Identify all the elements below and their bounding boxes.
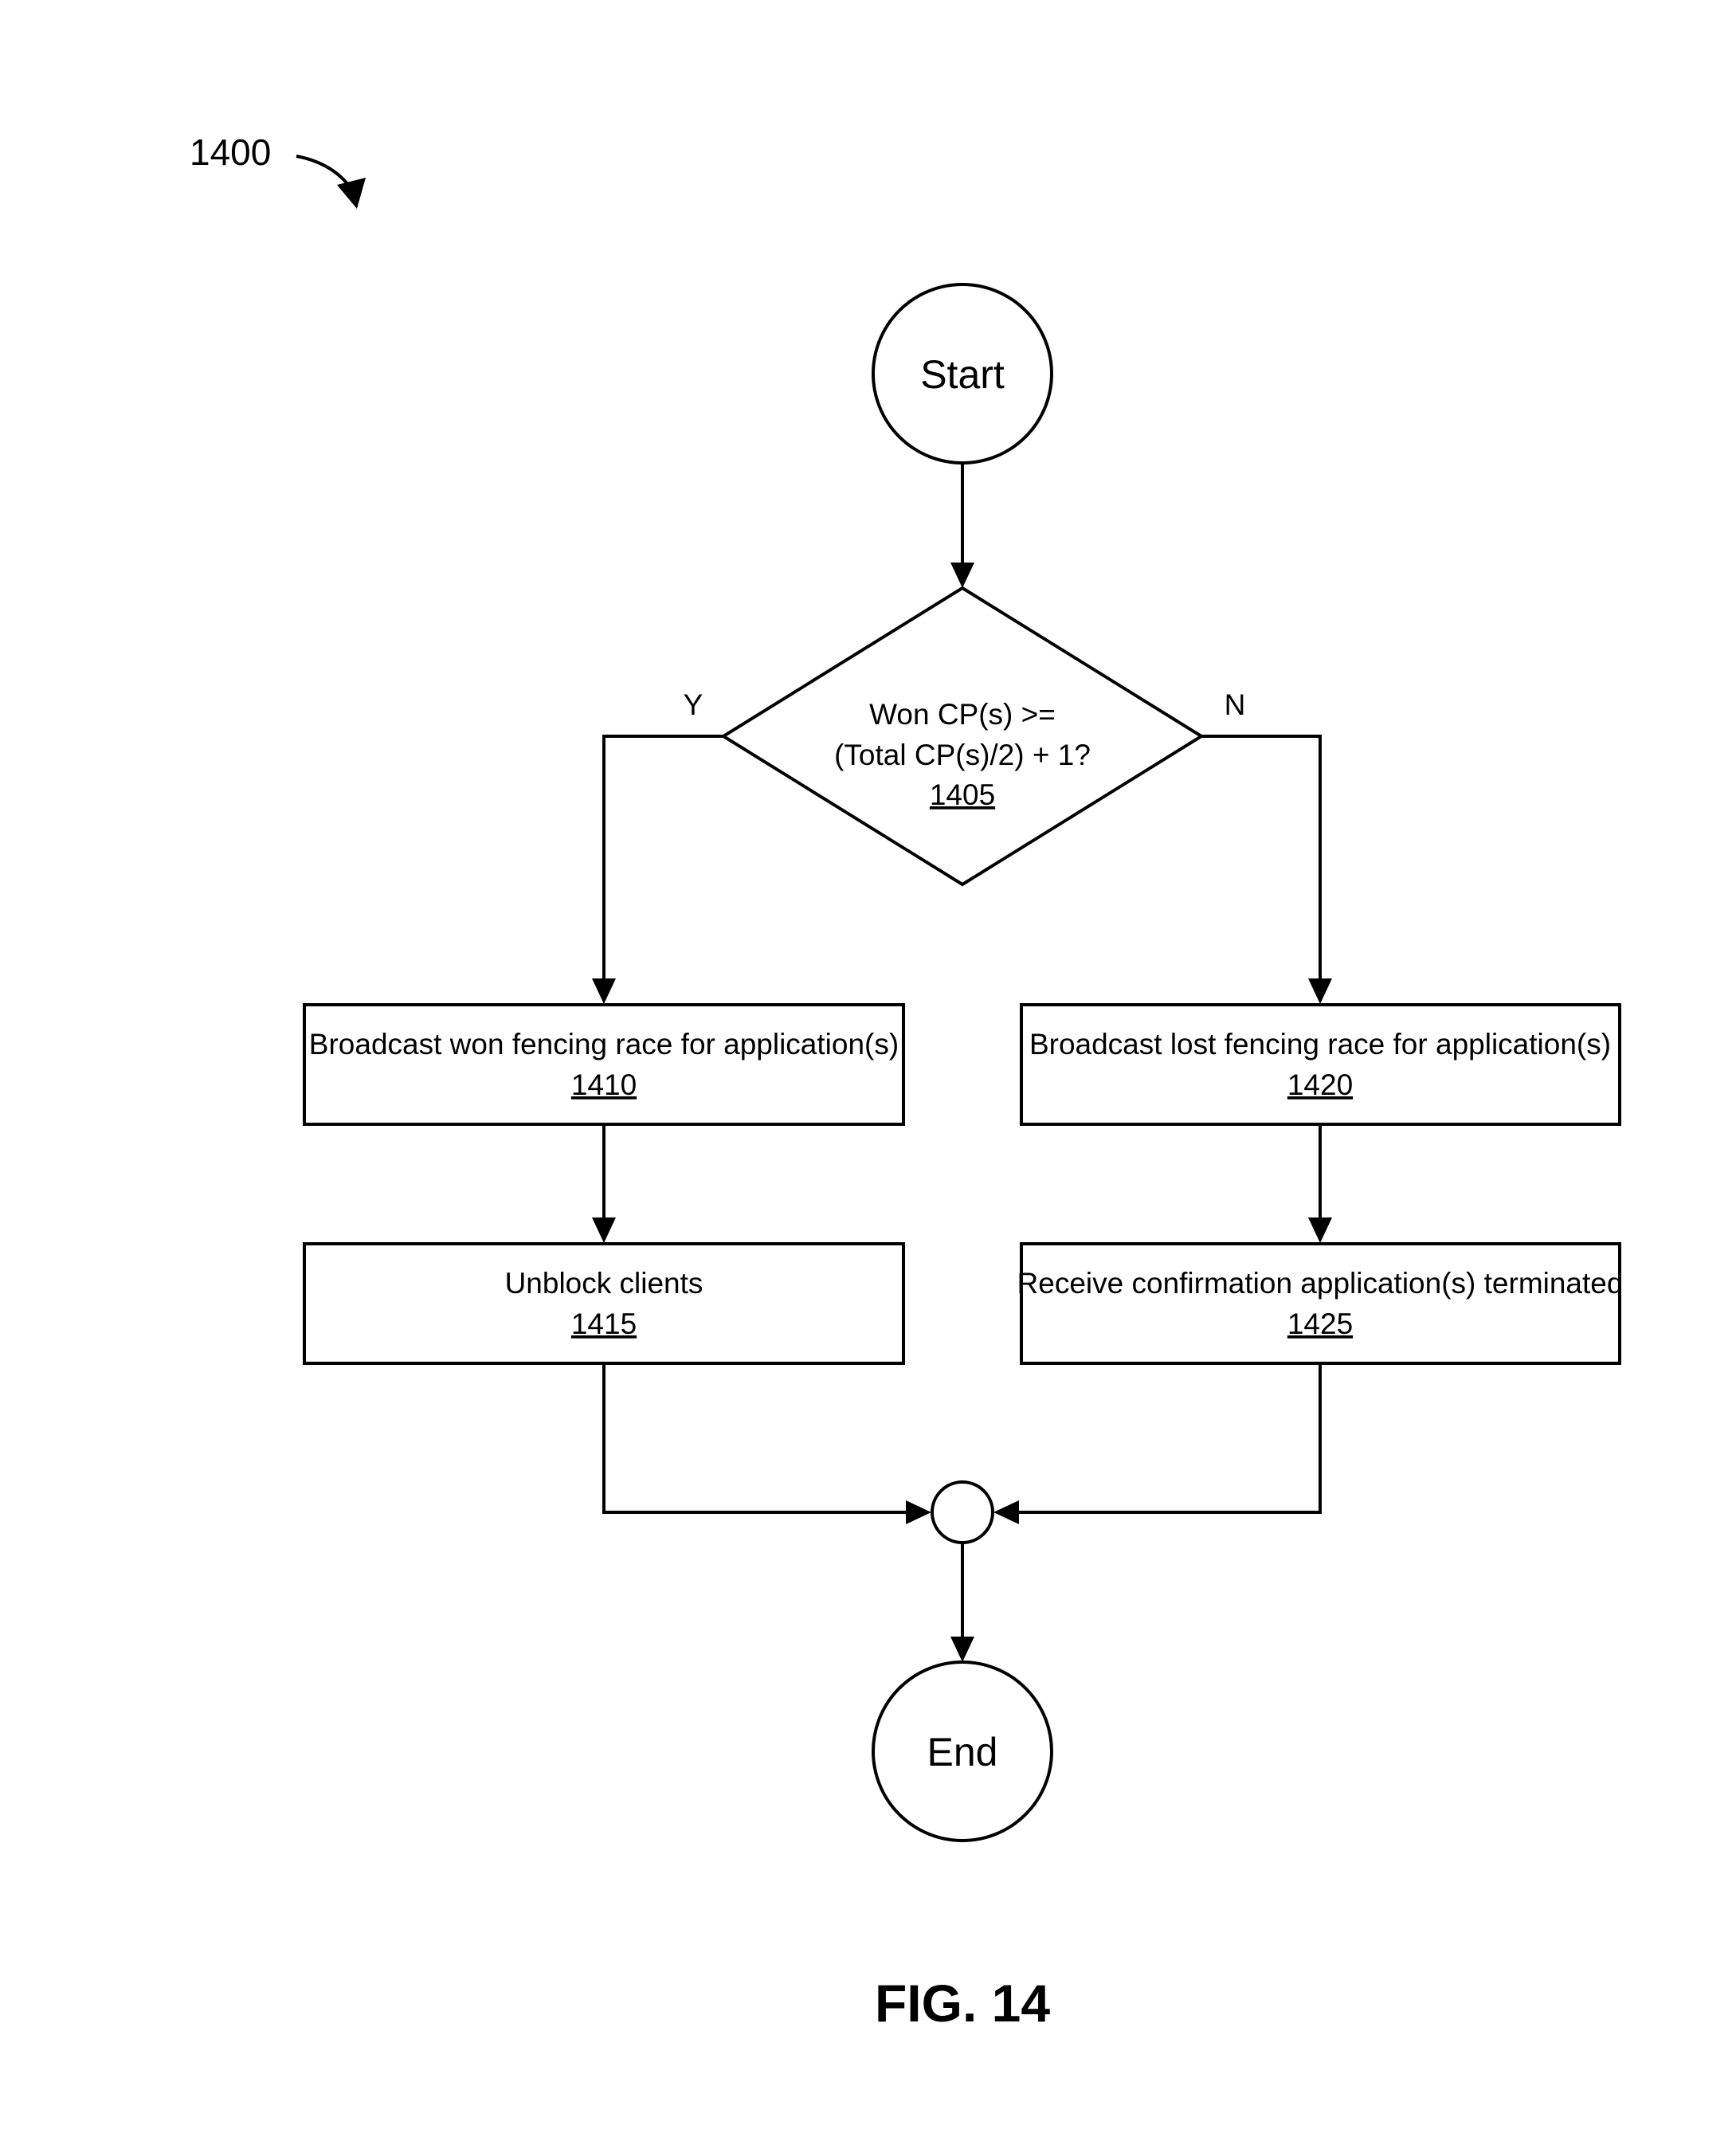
branch-label-yes: Y	[684, 688, 703, 721]
arrowhead-1415-to-merge-icon	[906, 1500, 931, 1524]
start-label: Start	[920, 352, 1005, 397]
process-1410-reference: 1410	[571, 1068, 637, 1101]
process-1415-reference: 1415	[571, 1308, 637, 1340]
decision-text-line-1: Won CP(s) >=	[869, 698, 1056, 731]
figure-caption: FIG. 14	[875, 1974, 1050, 2033]
figure-reference-number: 1400	[190, 131, 271, 173]
end-label: End	[927, 1730, 998, 1774]
process-1425-reference: 1425	[1287, 1308, 1353, 1340]
process-1420-label: Broadcast lost fencing race for applicat…	[1029, 1028, 1611, 1061]
connector-decision-yes	[604, 736, 723, 978]
arrowhead-1420-to-1425-icon	[1308, 1217, 1332, 1243]
arrowhead-yes-icon	[592, 978, 616, 1004]
decision-reference: 1405	[930, 778, 995, 811]
arrowhead-no-icon	[1308, 978, 1332, 1004]
merge-connector	[932, 1482, 993, 1543]
decision-diamond	[723, 588, 1201, 884]
process-1410-label: Broadcast won fencing race for applicati…	[309, 1028, 899, 1061]
figure-reference-arrowhead-icon	[337, 178, 366, 209]
process-1415-label: Unblock clients	[505, 1267, 703, 1300]
decision-text-line-2: (Total CP(s)/2) + 1?	[834, 739, 1091, 771]
process-box-1415	[304, 1244, 903, 1363]
connector-decision-no	[1201, 736, 1320, 978]
process-1420-reference: 1420	[1287, 1068, 1353, 1101]
connector-1425-to-merge	[1017, 1363, 1320, 1512]
arrowhead-1410-to-1415-icon	[592, 1217, 616, 1243]
process-1425-label: Receive confirmation application(s) term…	[1017, 1267, 1624, 1300]
arrowhead-merge-to-end-icon	[950, 1637, 974, 1662]
process-box-1410	[304, 1005, 903, 1124]
arrowhead-1425-to-merge-icon	[993, 1500, 1019, 1524]
connector-1415-to-merge	[604, 1363, 908, 1512]
process-box-1425	[1021, 1244, 1620, 1363]
arrowhead-start-to-decision-icon	[950, 563, 974, 588]
process-box-1420	[1021, 1005, 1620, 1124]
branch-label-no: N	[1225, 688, 1246, 721]
